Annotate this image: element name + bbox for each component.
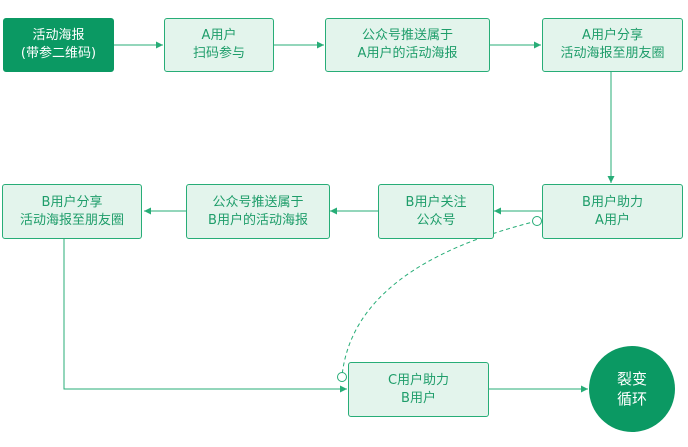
node-push-b-poster-line2: B用户的活动海报	[208, 212, 308, 228]
node-b-user-follow-line2: 公众号	[416, 212, 456, 228]
node-c-user-help-b-line2: B用户	[401, 390, 436, 406]
node-a-user-share-line1: A用户分享	[582, 28, 643, 43]
node-a-user-scan: A用户 扫码参与	[164, 18, 274, 72]
node-push-a-poster-line2: A用户的活动海报	[357, 46, 458, 61]
node-c-user-help-b: C用户助力 B用户	[348, 362, 489, 417]
node-b-user-help-a-line1: B用户助力	[582, 194, 643, 210]
node-b-user-help-a: B用户助力 A用户	[542, 184, 683, 239]
node-fission-cycle-line1: 裂变	[616, 370, 647, 388]
node-b-user-help-a-line2: A用户	[595, 212, 630, 228]
node-b-user-share-line1: B用户分享	[41, 194, 103, 210]
node-fission-cycle-line2: 循环	[616, 390, 647, 408]
node-b-user-share-line2: 活动海报至朋友圈	[19, 212, 124, 228]
node-push-b-poster-line1: 公众号推送属于	[212, 194, 304, 210]
node-push-b-poster: 公众号推送属于 B用户的活动海报	[186, 184, 330, 239]
node-activity-poster-line2: (带参二维码)	[20, 46, 97, 61]
node-push-a-poster-line1: 公众号推送属于	[361, 28, 453, 43]
node-push-a-poster: 公众号推送属于 A用户的活动海报	[325, 18, 490, 72]
node-b-user-share: B用户分享 活动海报至朋友圈	[2, 184, 142, 239]
node-activity-poster: 活动海报 (带参二维码)	[3, 18, 114, 72]
arrow-n8-to-n9	[63, 238, 347, 393]
connector-dot-n5	[532, 216, 542, 226]
node-b-user-follow: B用户关注 公众号	[378, 184, 494, 239]
node-a-user-scan-line2: 扫码参与	[192, 46, 245, 61]
node-b-user-follow-line1: B用户关注	[405, 194, 467, 210]
node-a-user-share: A用户分享 活动海报至朋友圈	[542, 18, 683, 72]
node-a-user-scan-line1: A用户	[201, 28, 237, 43]
node-fission-cycle: 裂变 循环	[589, 346, 675, 432]
node-activity-poster-line1: 活动海报	[32, 28, 85, 43]
node-a-user-share-line2: 活动海报至朋友圈	[560, 46, 665, 61]
node-c-user-help-b-line1: C用户助力	[387, 372, 450, 388]
dashed-link-n5-n9	[341, 220, 538, 377]
connector-dot-n9	[337, 372, 347, 382]
